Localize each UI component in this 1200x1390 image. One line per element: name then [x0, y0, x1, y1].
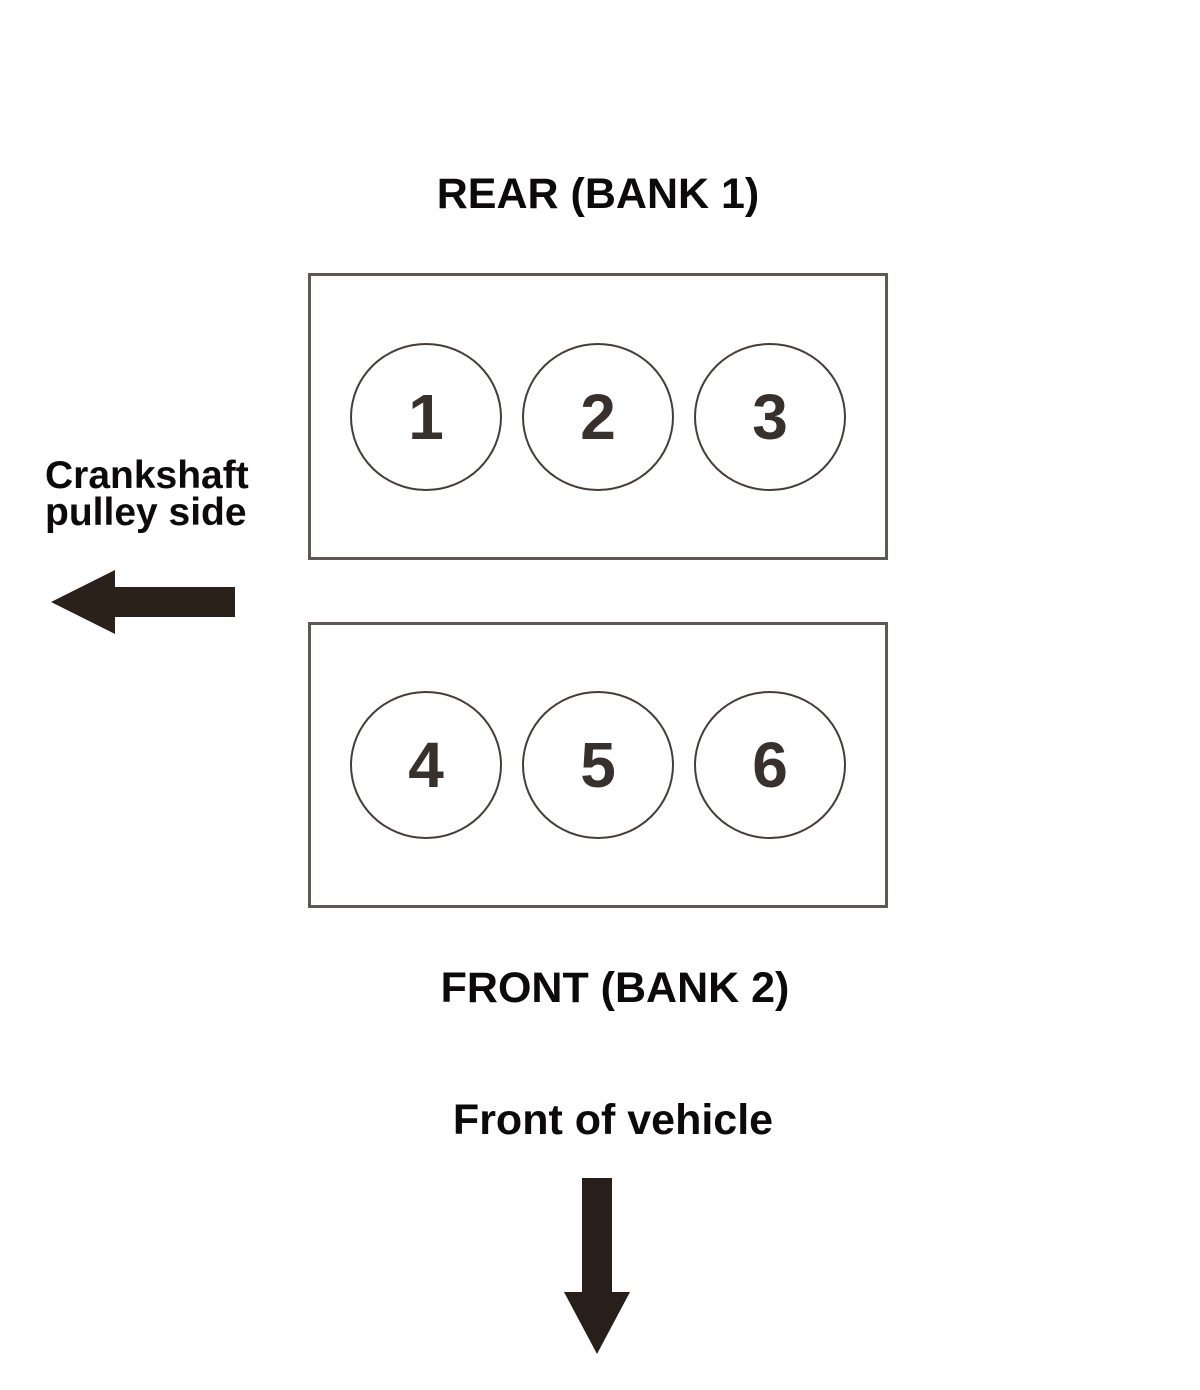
bank1-box: 1 2 3 — [308, 273, 888, 560]
crankshaft-pulley-label-line1: Crankshaft — [45, 454, 249, 497]
cylinder-2: 2 — [522, 342, 674, 491]
front-bank-label: FRONT (BANK 2) — [440, 964, 790, 1012]
front-of-vehicle-label: Front of vehicle — [452, 1096, 774, 1144]
cylinder-4: 4 — [350, 691, 502, 839]
crankshaft-pulley-label: Crankshaft pulley side — [45, 454, 249, 534]
down-arrow-icon — [564, 1178, 630, 1354]
down-arrow-head — [564, 1292, 630, 1354]
left-arrow-icon — [51, 570, 235, 634]
cylinder-3: 3 — [694, 342, 846, 491]
cylinder-6: 6 — [694, 691, 846, 839]
cylinder-1: 1 — [350, 342, 502, 491]
crankshaft-pulley-label-line2: pulley side — [45, 491, 247, 534]
rear-bank-label: REAR (BANK 1) — [436, 170, 760, 218]
bank2-box: 4 5 6 — [308, 622, 888, 908]
down-arrow-shaft — [582, 1178, 612, 1293]
left-arrow-shaft — [113, 587, 235, 617]
cylinder-5: 5 — [522, 691, 674, 839]
left-arrow-head — [51, 570, 115, 634]
